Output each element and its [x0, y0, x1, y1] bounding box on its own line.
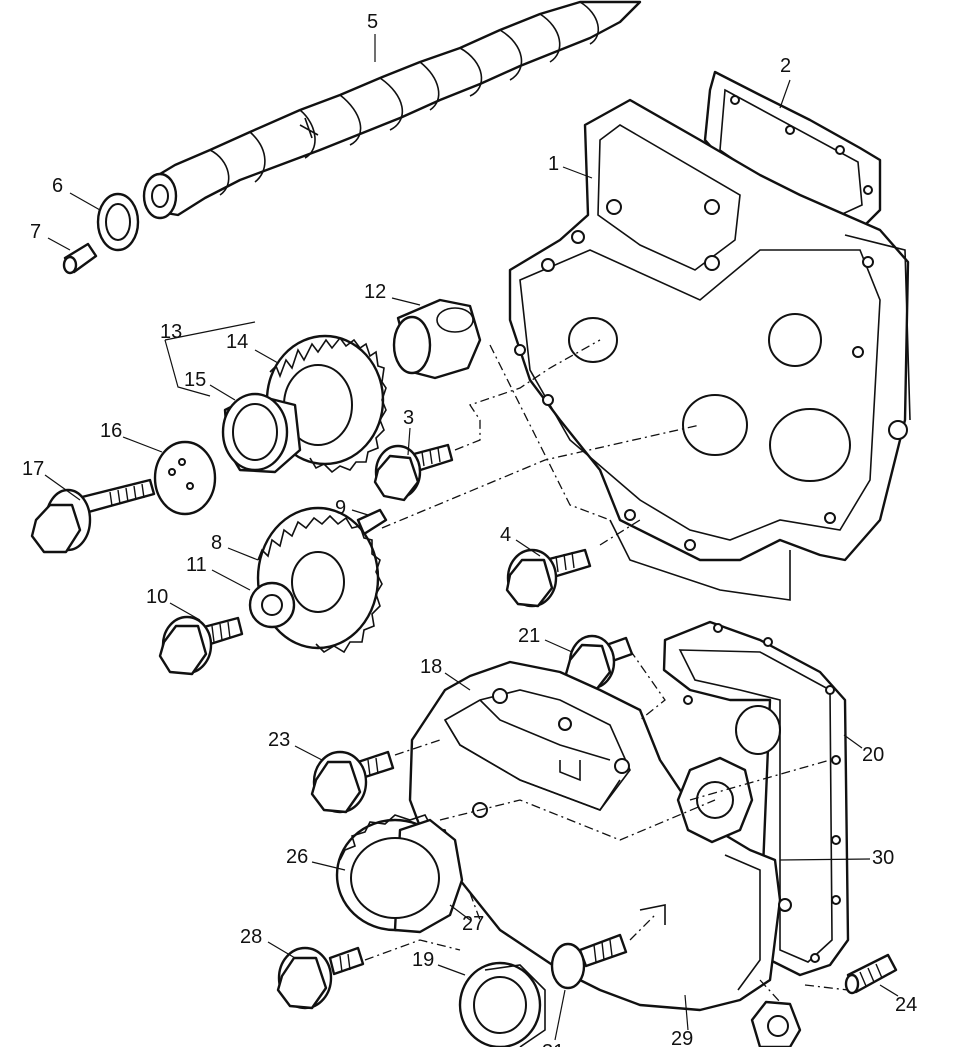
- callout-23: 23: [268, 729, 290, 751]
- callout-5: 5: [367, 11, 378, 33]
- flange-bolt-28: [276, 946, 365, 1010]
- callout-6: 6: [52, 175, 63, 197]
- callout-11: 11: [186, 554, 207, 576]
- thrust-washer: [96, 192, 140, 252]
- callout-20: 20: [862, 744, 884, 766]
- callout-21: 21: [518, 625, 540, 647]
- long-flange-bolt: [30, 478, 156, 554]
- callout-27: 27: [462, 913, 484, 935]
- callout-12: 12: [364, 281, 386, 303]
- stud-bolt: [844, 953, 898, 995]
- idler-bearing: [221, 392, 302, 474]
- flange-bolt-31: [550, 933, 628, 990]
- flange-bolt-4: [505, 548, 592, 608]
- flange-bolt-23: [310, 750, 395, 814]
- gasket-lower: [662, 620, 850, 977]
- callout-29: 29: [671, 1028, 693, 1047]
- callout-10: 10: [146, 586, 168, 608]
- leader-lines: [44, 34, 899, 1041]
- callout-15: 15: [184, 369, 206, 391]
- camshaft: [142, 0, 642, 220]
- callout-13: 13: [160, 321, 182, 343]
- callout-30: 30: [872, 847, 894, 869]
- callout-4: 4: [500, 524, 511, 546]
- callout-14: 14: [226, 331, 248, 353]
- callout-2: 2: [780, 55, 791, 77]
- crank-seal: [458, 961, 546, 1047]
- callout-8: 8: [211, 532, 222, 554]
- assembly-axes: [364, 339, 849, 1003]
- oil-pump: [335, 814, 464, 934]
- callout-16: 16: [100, 420, 122, 442]
- callout-9: 9: [335, 497, 346, 519]
- callout-1: 1: [548, 153, 559, 175]
- dowel-pin: [62, 242, 98, 275]
- flange-nut: [750, 1000, 802, 1047]
- callout-26: 26: [286, 846, 308, 868]
- front-cover: [408, 660, 792, 1012]
- callout-24: 24: [895, 994, 917, 1016]
- callout-28: 28: [240, 926, 262, 948]
- callout-7: 7: [30, 221, 41, 243]
- callout-17: 17: [22, 458, 44, 480]
- bushing: [392, 298, 482, 380]
- flange-bolt-10: [158, 615, 244, 676]
- thrust-plate: [153, 440, 217, 516]
- callout-3: 3: [403, 407, 414, 429]
- callout-18: 18: [420, 656, 442, 678]
- flange-bolt-3: [373, 443, 454, 502]
- gear-spacer: [248, 581, 296, 629]
- callout-19: 19: [412, 949, 434, 971]
- callout-31: 31: [542, 1041, 564, 1047]
- callout-labels: 1 2 3 4 5 6 7 8 9 10 11 12 13 14 15 16 1…: [22, 11, 917, 1047]
